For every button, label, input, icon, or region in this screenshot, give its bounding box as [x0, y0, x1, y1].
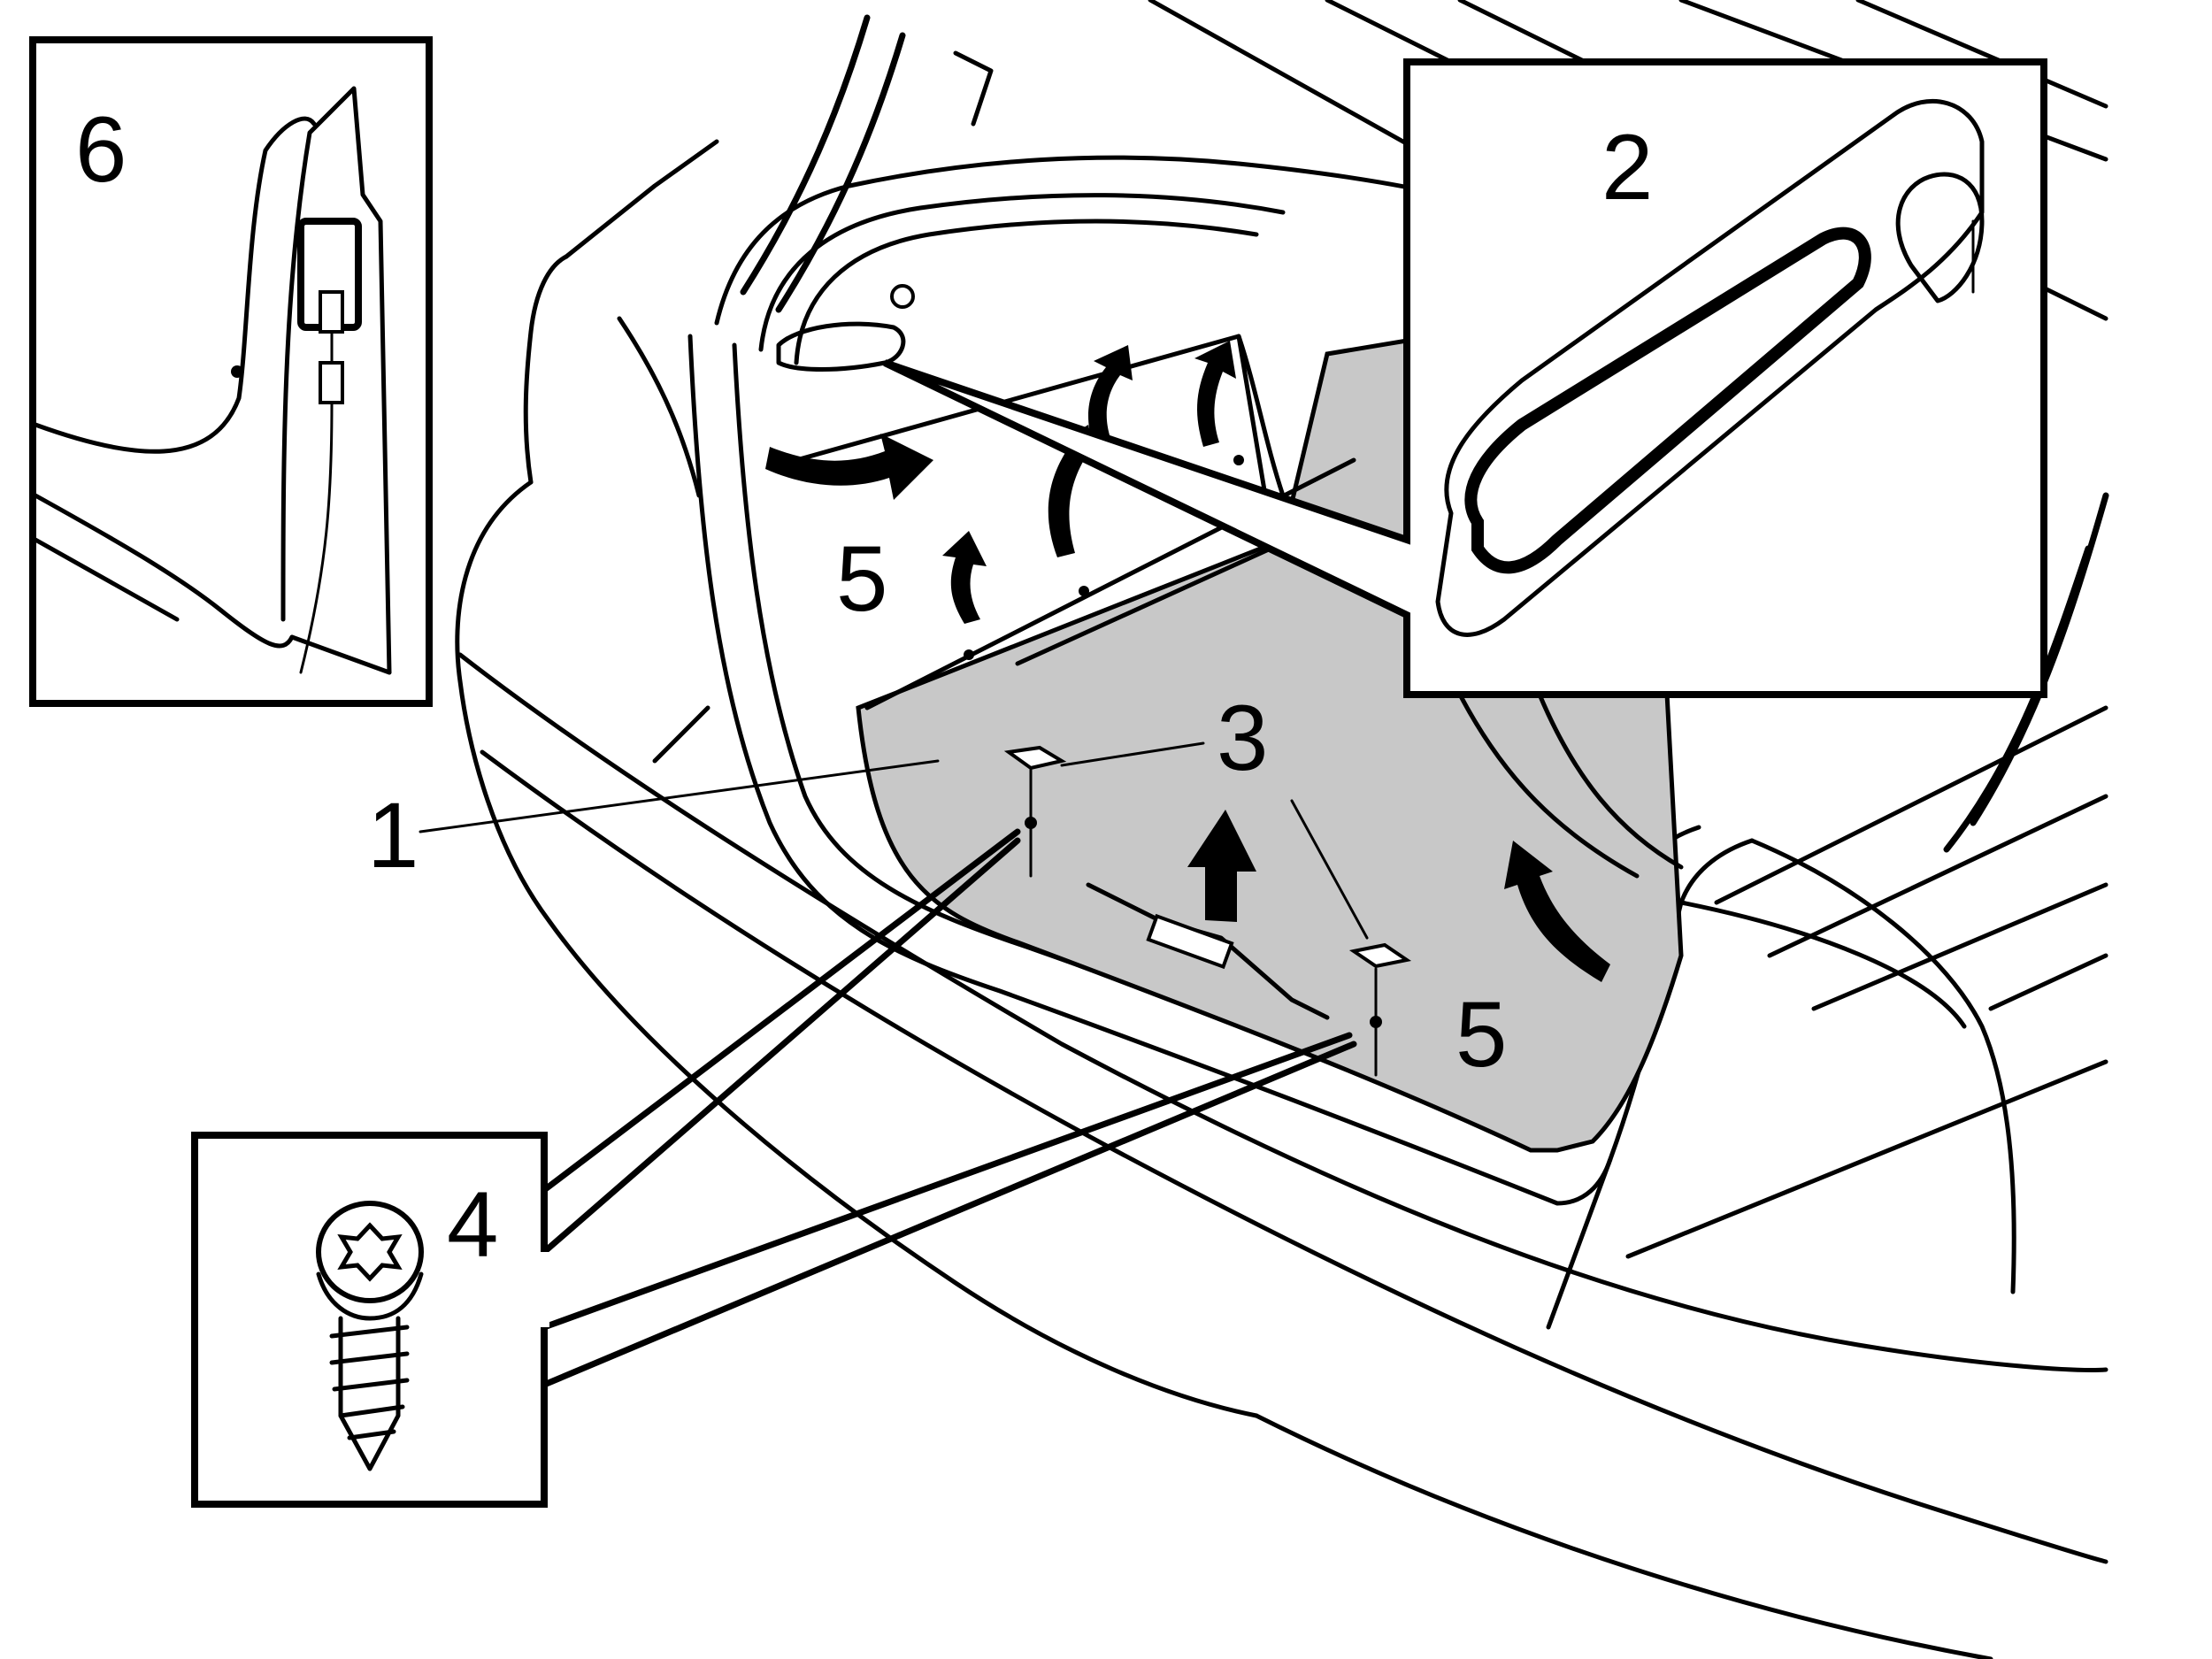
trunk-lid-handle [776, 321, 906, 372]
callout-1: 1 [367, 784, 419, 887]
torx-screw-icon [316, 1201, 424, 1471]
callout-3: 3 [1217, 687, 1268, 790]
clip-and-screw-right [1348, 942, 1412, 1077]
callout-5-right: 5 [1455, 983, 1507, 1087]
callout-6: 6 [75, 98, 127, 202]
inset-4-screw [191, 1132, 549, 1508]
clip-and-screw-left [1003, 745, 1067, 878]
callout-4: 4 [447, 1173, 498, 1277]
inset-2-handle [883, 58, 2047, 879]
callout-5-left: 5 [836, 527, 887, 631]
up-arrow-icon [1187, 810, 1256, 922]
inset-6-connector [29, 36, 433, 707]
callout-2: 2 [1601, 116, 1653, 219]
